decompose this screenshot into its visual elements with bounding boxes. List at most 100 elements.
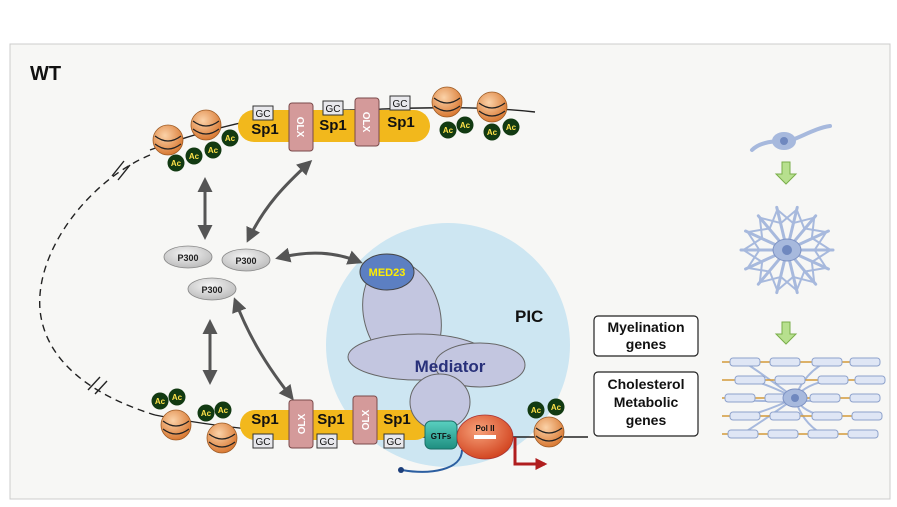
nucleosome — [431, 86, 463, 118]
gene-box-cholesterol: Cholesterol Metabolic genes — [593, 371, 699, 437]
pol2-ctd-tail — [401, 449, 463, 473]
loop-break-mark-top — [111, 160, 131, 181]
sp1-label: Sp1 — [251, 411, 279, 428]
acetyl-label: Ac — [487, 128, 498, 137]
nucleosome — [160, 409, 192, 441]
acetyl-label: Ac — [531, 406, 542, 415]
acetyl-mark: Ac — [214, 401, 232, 419]
gene-box-1-line1: Myelination — [607, 319, 684, 335]
gene-box-2-line1: Cholesterol — [607, 376, 684, 392]
acetyl-mark: Ac — [439, 121, 457, 139]
olx-box: OLX — [288, 102, 314, 152]
acetyl-label: Ac — [208, 146, 219, 155]
acetyl-mark: Ac — [151, 392, 169, 410]
arrow-p300-to-olx-top — [246, 159, 313, 243]
gc-box: GC — [252, 105, 274, 121]
acetyl-label: Ac — [460, 121, 471, 130]
gc-label: GC — [326, 104, 341, 115]
olx-box: OLX — [354, 97, 380, 147]
pic-label: PIC — [515, 307, 543, 326]
pol2-ctd-tail-end — [398, 467, 404, 473]
olx-label: OLX — [360, 112, 371, 133]
p300-label: P300 — [201, 285, 222, 295]
gtfs-complex: GTFs — [424, 420, 458, 450]
acetyl-mark: Ac — [185, 147, 203, 165]
nucleosome — [533, 416, 565, 448]
down-arrow-1 — [774, 161, 798, 185]
p300-label: P300 — [235, 256, 256, 266]
sp1-label: Sp1 — [387, 114, 415, 131]
nucleosome — [476, 91, 508, 123]
med23-subunit: MED23 — [359, 253, 415, 291]
acetyl-label: Ac — [201, 409, 212, 418]
gene-box-1-line2: genes — [626, 336, 667, 352]
arrow-p300-to-med23 — [275, 247, 363, 265]
acetyl-mark: Ac — [456, 116, 474, 134]
dna-loop-dashed — [39, 154, 156, 416]
nucleosome — [190, 109, 222, 141]
gc-label: GC — [393, 99, 408, 110]
gene-box-myelination: Myelination genes — [593, 315, 699, 357]
acetyl-mark: Ac — [197, 404, 215, 422]
acetyl-mark: Ac — [502, 118, 520, 136]
acetyl-label: Ac — [443, 126, 454, 135]
olx-label: OLX — [361, 409, 372, 430]
tss-arrow — [513, 437, 548, 470]
branched-oligodendrocyte — [739, 205, 835, 295]
loop-break-mark-bottom — [87, 376, 108, 395]
pol2-label: Pol II — [475, 424, 494, 433]
nucleosome — [206, 422, 238, 454]
gc-box: GC — [316, 433, 338, 449]
p300-node-3: P300 — [187, 277, 237, 301]
acetyl-label: Ac — [189, 152, 200, 161]
acetyl-mark: Ac — [204, 141, 222, 159]
acetyl-mark: Ac — [547, 398, 565, 416]
med23-label: MED23 — [369, 267, 406, 279]
p300-label: P300 — [177, 253, 198, 263]
arrow-p300-to-olx-bottom — [232, 297, 294, 401]
sp1-label: Sp1 — [251, 121, 279, 138]
opc-cell — [750, 124, 832, 152]
sp1-band-top — [238, 110, 430, 142]
p300-node-1: P300 — [163, 245, 213, 269]
sp1-band-bottom — [240, 410, 430, 440]
acetyl-label: Ac — [172, 393, 183, 402]
olx-box: OLX — [352, 395, 378, 445]
acetyl-label: Ac — [218, 406, 229, 415]
gtfs-label: GTFs — [431, 432, 452, 441]
panel-label: WT — [30, 63, 61, 85]
mediator-label: Mediator — [415, 357, 486, 376]
p300-node-2: P300 — [221, 248, 271, 272]
nucleosome — [152, 124, 184, 156]
acetyl-label: Ac — [155, 397, 166, 406]
olx-box: OLX — [288, 399, 314, 449]
olx-label: OLX — [294, 117, 305, 138]
gc-label: GC — [387, 437, 402, 448]
acetyl-label: Ac — [225, 134, 236, 143]
acetyl-mark: Ac — [167, 154, 185, 172]
acetyl-mark: Ac — [221, 129, 239, 147]
gc-label: GC — [256, 109, 271, 120]
acetyl-label: Ac — [551, 403, 562, 412]
pol2-complex: Pol II — [456, 414, 514, 460]
acetyl-mark: Ac — [168, 388, 186, 406]
gene-box-2-line3: genes — [626, 412, 667, 428]
acetyl-label: Ac — [171, 159, 182, 168]
acetyl-mark: Ac — [527, 401, 545, 419]
sp1-label: Sp1 — [319, 117, 347, 134]
olx-label: OLX — [297, 413, 308, 434]
sp1-label: Sp1 — [383, 411, 411, 428]
gc-box: GC — [322, 100, 344, 116]
gc-box: GC — [389, 95, 411, 111]
acetyl-mark: Ac — [483, 123, 501, 141]
gc-label: GC — [320, 437, 335, 448]
gc-box: GC — [252, 433, 274, 449]
myelinating-oligodendrocyte — [722, 357, 886, 439]
acetyl-label: Ac — [506, 123, 517, 132]
sp1-label: Sp1 — [317, 411, 345, 428]
gene-box-2-line2: Metabolic — [614, 394, 679, 410]
down-arrow-2 — [774, 321, 798, 345]
gc-box: GC — [383, 433, 405, 449]
